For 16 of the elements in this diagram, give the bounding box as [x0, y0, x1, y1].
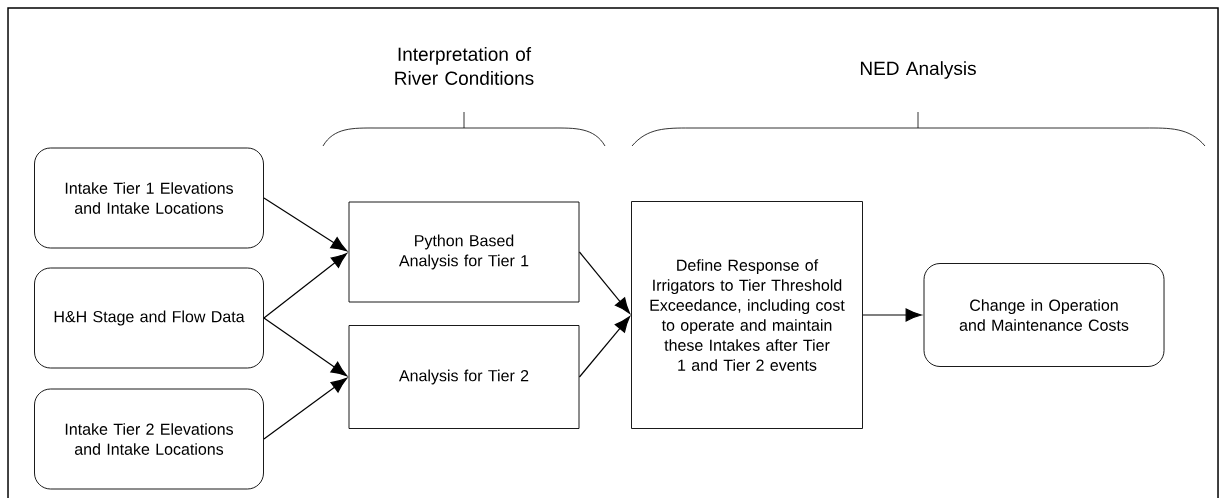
output-box: Change in Operation and Maintenance Costs [923, 263, 1165, 367]
input-box: H&H Stage and Flow Data [34, 267, 264, 369]
input-box: Intake Tier 2 Elevations and Intake Locations [34, 388, 264, 490]
arrow [578, 316, 631, 378]
section-heading: NED Analysis [860, 61, 976, 79]
arrow [862, 308, 922, 322]
process-box: Python Based Analysis for Tier 1 [348, 201, 580, 303]
arrow [263, 317, 348, 377]
section-heading: Interpretation of River Conditions [395, 47, 534, 85]
arrow [263, 197, 348, 252]
arrow [263, 377, 348, 440]
arrow [263, 252, 348, 319]
process-box: Define Response of Irrigators to Tier Threshold Exceedance, including cost to operate and maintain these Intakes after Tier 1 and Tier 2 events [631, 201, 863, 429]
input-box: Intake Tier 1 Elevations and Intake Locations [34, 147, 264, 249]
process-box: Analysis for Tier 2 [348, 325, 580, 429]
arrow [578, 251, 631, 314]
